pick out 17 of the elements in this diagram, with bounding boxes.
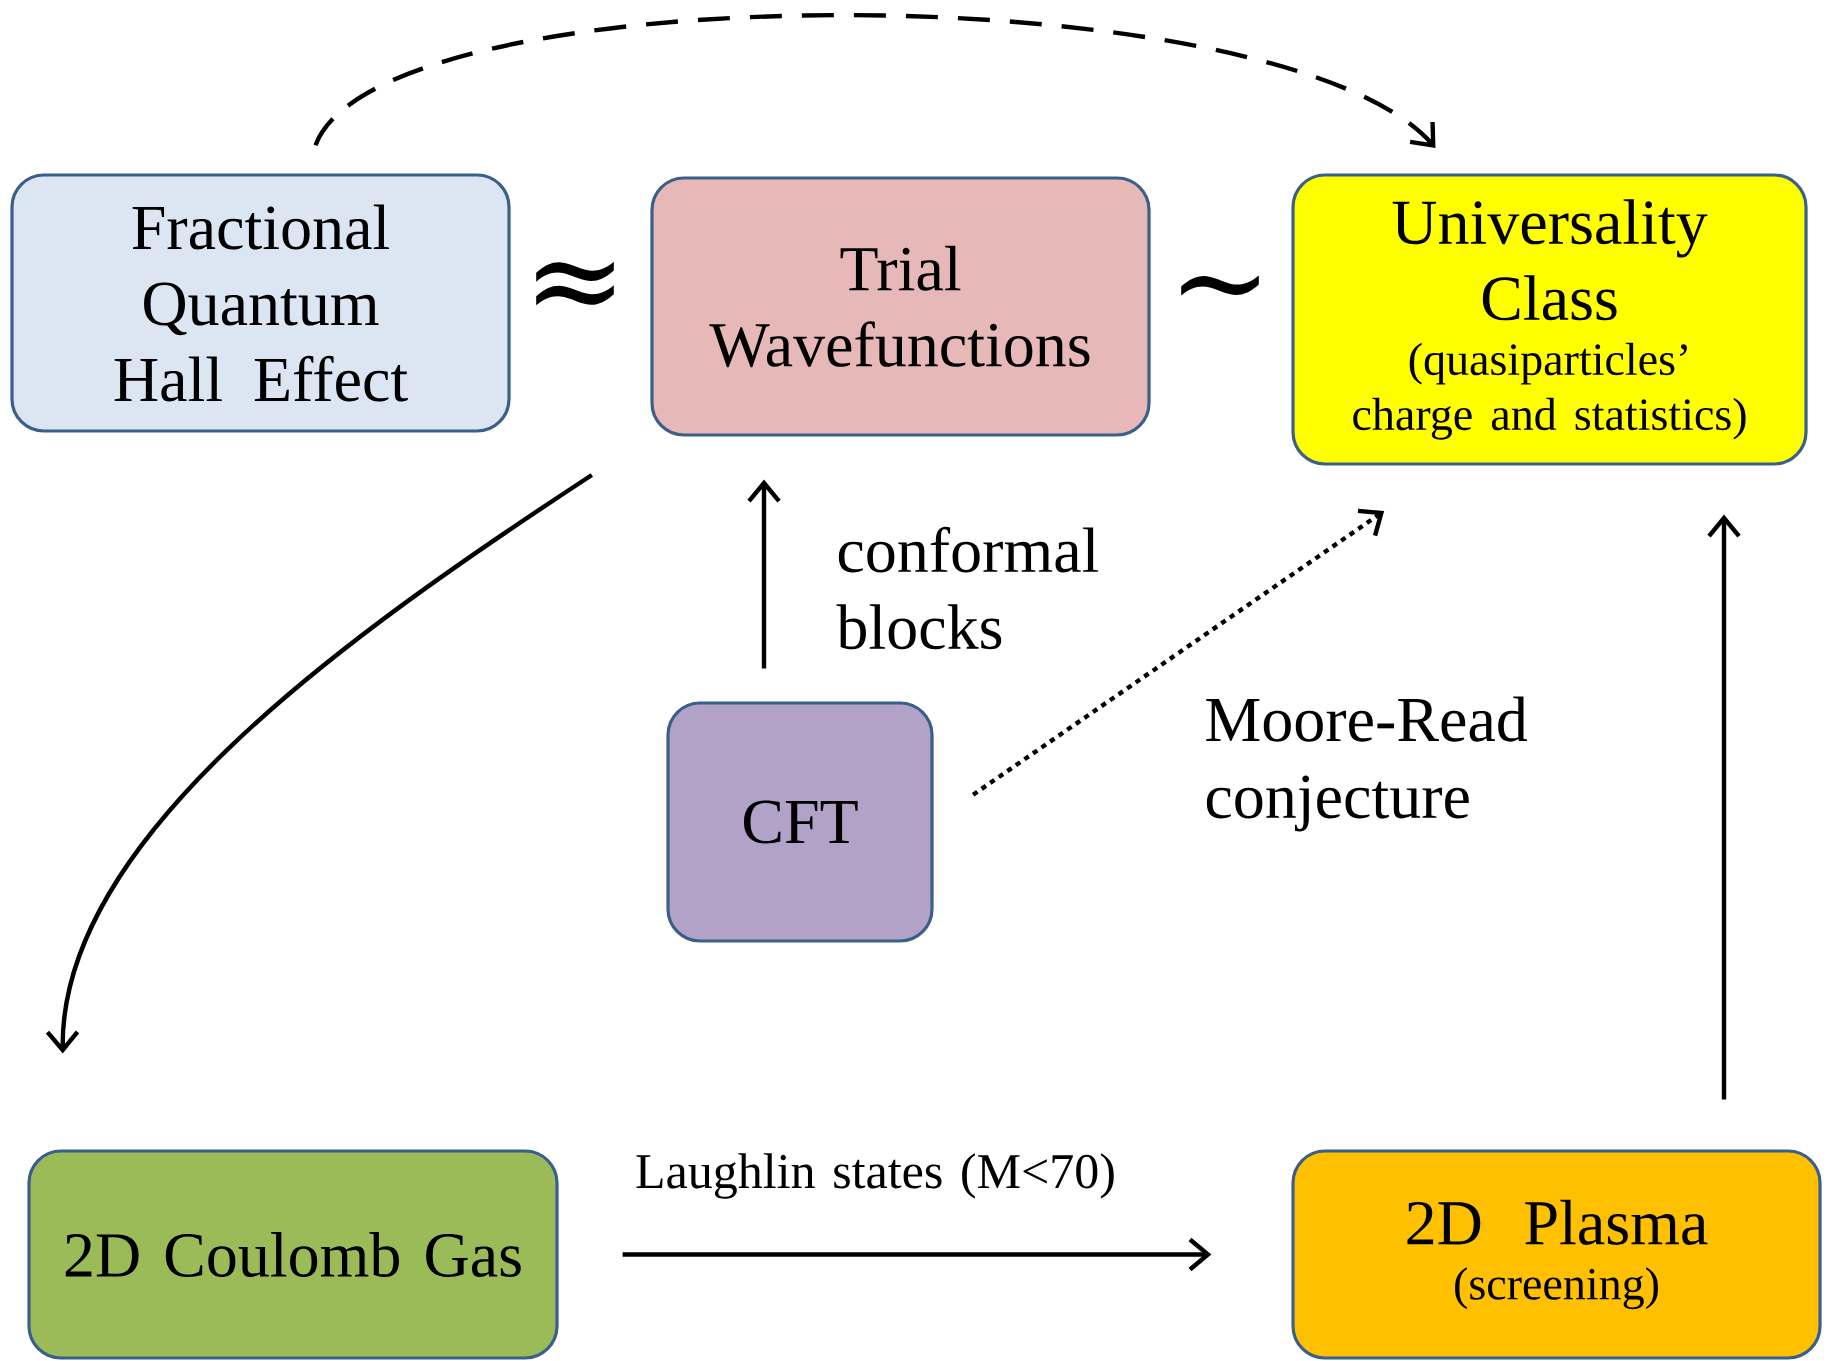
relation-symbol: ≈ <box>536 261 614 306</box>
edge-label: Laughlin states (M<70) <box>636 1153 1114 1199</box>
arrow <box>1707 514 1741 1100</box>
arrow <box>45 473 594 1054</box>
edge-label: Moore-Read conjecture <box>1206 696 1528 832</box>
edge-label: conformal blocks <box>836 526 1099 650</box>
arrow <box>747 479 781 669</box>
process-box: CFT <box>666 701 934 943</box>
process-box: 2D Coulomb Gas <box>27 1149 559 1360</box>
relation-symbol: ∼ <box>1181 275 1259 296</box>
arrow <box>971 508 1385 797</box>
process-box: 2D Plasma (screening) <box>1291 1149 1822 1360</box>
arrow <box>313 13 1436 148</box>
process-box: Universality Class (quasiparticles’ charge and statistics) <box>1291 173 1808 466</box>
process-box: Fractional Quantum Hall Effect <box>10 173 511 433</box>
arrow <box>622 1237 1212 1272</box>
process-box: Trial Wavefunctions <box>650 176 1151 437</box>
